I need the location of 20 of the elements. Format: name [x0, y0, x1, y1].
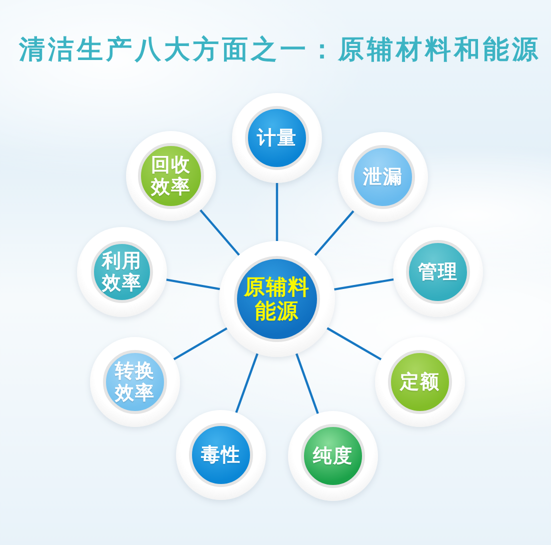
node-label: 定额	[398, 371, 441, 393]
node-label: 转换效率	[114, 360, 156, 404]
node-label: 纯度	[312, 445, 354, 467]
connector-line	[334, 278, 394, 290]
connector-line	[200, 209, 240, 256]
node-label: 毒性	[200, 444, 242, 466]
connector-line	[173, 327, 228, 360]
connector-line	[235, 353, 258, 414]
connector-line	[326, 327, 382, 360]
hub-label: 原辅料能源	[242, 275, 311, 323]
connector-line	[276, 183, 278, 241]
connector-line	[295, 353, 319, 414]
connector-line	[314, 210, 354, 256]
node-label: 回收效率	[150, 154, 192, 198]
node-label: 计量	[256, 127, 298, 149]
node-label: 利用效率	[100, 250, 143, 294]
connector-line	[166, 278, 220, 290]
node-label: 管理	[417, 261, 459, 283]
diagram-title: 清洁生产八大方面之一：原辅材料和能源	[19, 35, 541, 66]
node-label: 泄漏	[362, 166, 404, 188]
